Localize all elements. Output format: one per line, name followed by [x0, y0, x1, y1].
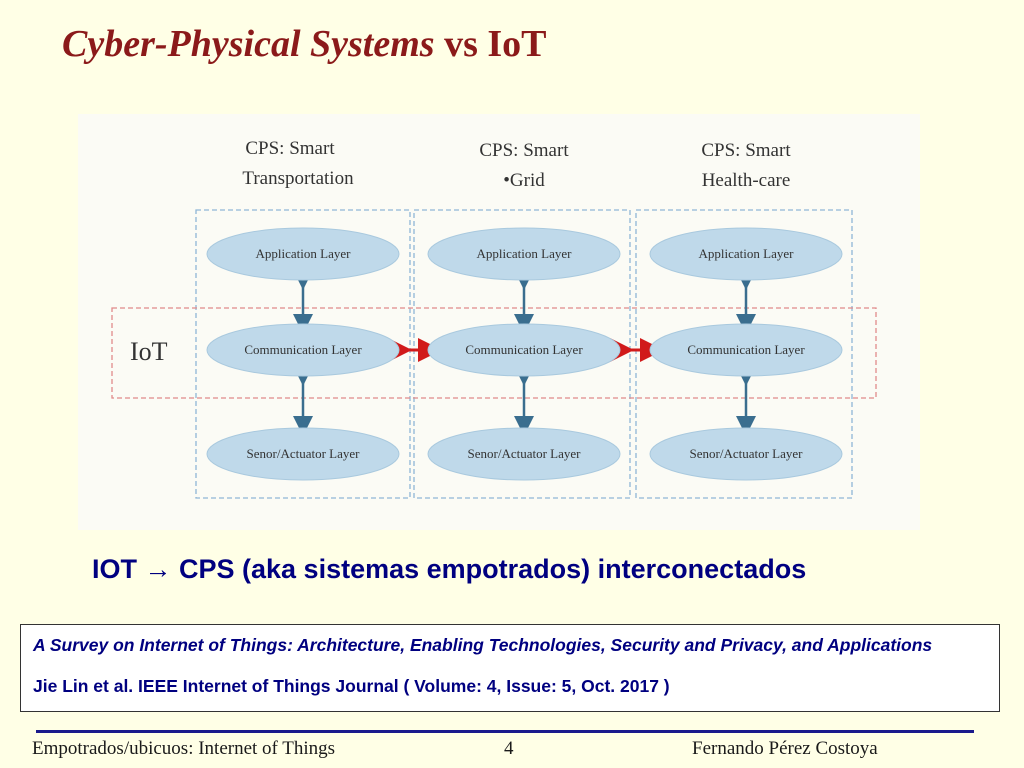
- communication-layer-ellipse-1: [206, 323, 400, 377]
- application-layer-label-3: Application Layer: [699, 246, 795, 261]
- reference-title: A Survey on Internet of Things: Architec…: [33, 635, 933, 655]
- sensor-layer-ellipse-3: [649, 427, 843, 481]
- slide-title-italic: Cyber-Physical Systems: [62, 23, 435, 65]
- application-layer-label-1: Application Layer: [256, 246, 352, 261]
- slide-title: Cyber-Physical Systems vs IoT: [62, 22, 546, 66]
- communication-layer-ellipse-2: [427, 323, 621, 377]
- reference-box: A Survey on Internet of Things: Architec…: [20, 624, 1000, 712]
- application-layer-ellipse-2: [427, 227, 621, 281]
- cps-column-box-1: [195, 209, 411, 499]
- communication-layer-label-2: Communication Layer: [465, 342, 583, 357]
- application-layer-label-2: Application Layer: [477, 246, 573, 261]
- iot-label: IoT: [130, 337, 168, 366]
- slide-title-rest: vs IoT: [434, 23, 547, 65]
- column-heading-3-line1: CPS: Smart: [701, 140, 791, 161]
- footer-page-number: 4: [504, 738, 514, 759]
- sensor-layer-label-2: Senor/Actuator Layer: [468, 446, 582, 461]
- footer-divider: [36, 730, 974, 733]
- iot-band-box: [111, 307, 877, 399]
- column-heading-1-line2: Transportation: [242, 168, 354, 189]
- communication-layer-label-1: Communication Layer: [244, 342, 362, 357]
- sensor-layer-label-1: Senor/Actuator Layer: [247, 446, 361, 461]
- column-heading-2-line1: CPS: Smart: [479, 140, 569, 161]
- sensor-layer-ellipse-2: [427, 427, 621, 481]
- column-heading-2-line2: •Grid: [503, 170, 545, 191]
- communication-layer-label-3: Communication Layer: [687, 342, 805, 357]
- reference-authors: Jie Lin et al. IEEE Internet of Things J…: [33, 676, 670, 696]
- application-layer-ellipse-3: [649, 227, 843, 281]
- architecture-figure: CPS: Smart Transportation CPS: Smart •Gr…: [78, 114, 920, 530]
- main-caption: IOT → CPS (aka sistemas empotrados) inte…: [92, 554, 807, 584]
- communication-layer-ellipse-3: [649, 323, 843, 377]
- footer-course: Empotrados/ubicuos: Internet of Things: [32, 738, 336, 759]
- footer-author: Fernando Pérez Costoya: [692, 738, 878, 759]
- architecture-diagram: CPS: Smart Transportation CPS: Smart •Gr…: [111, 138, 877, 499]
- column-heading-1-line1: CPS: Smart: [245, 138, 335, 159]
- column-heading-3-line2: Health-care: [702, 170, 791, 191]
- sensor-layer-label-3: Senor/Actuator Layer: [690, 446, 804, 461]
- application-layer-ellipse-1: [206, 227, 400, 281]
- sensor-layer-ellipse-1: [206, 427, 400, 481]
